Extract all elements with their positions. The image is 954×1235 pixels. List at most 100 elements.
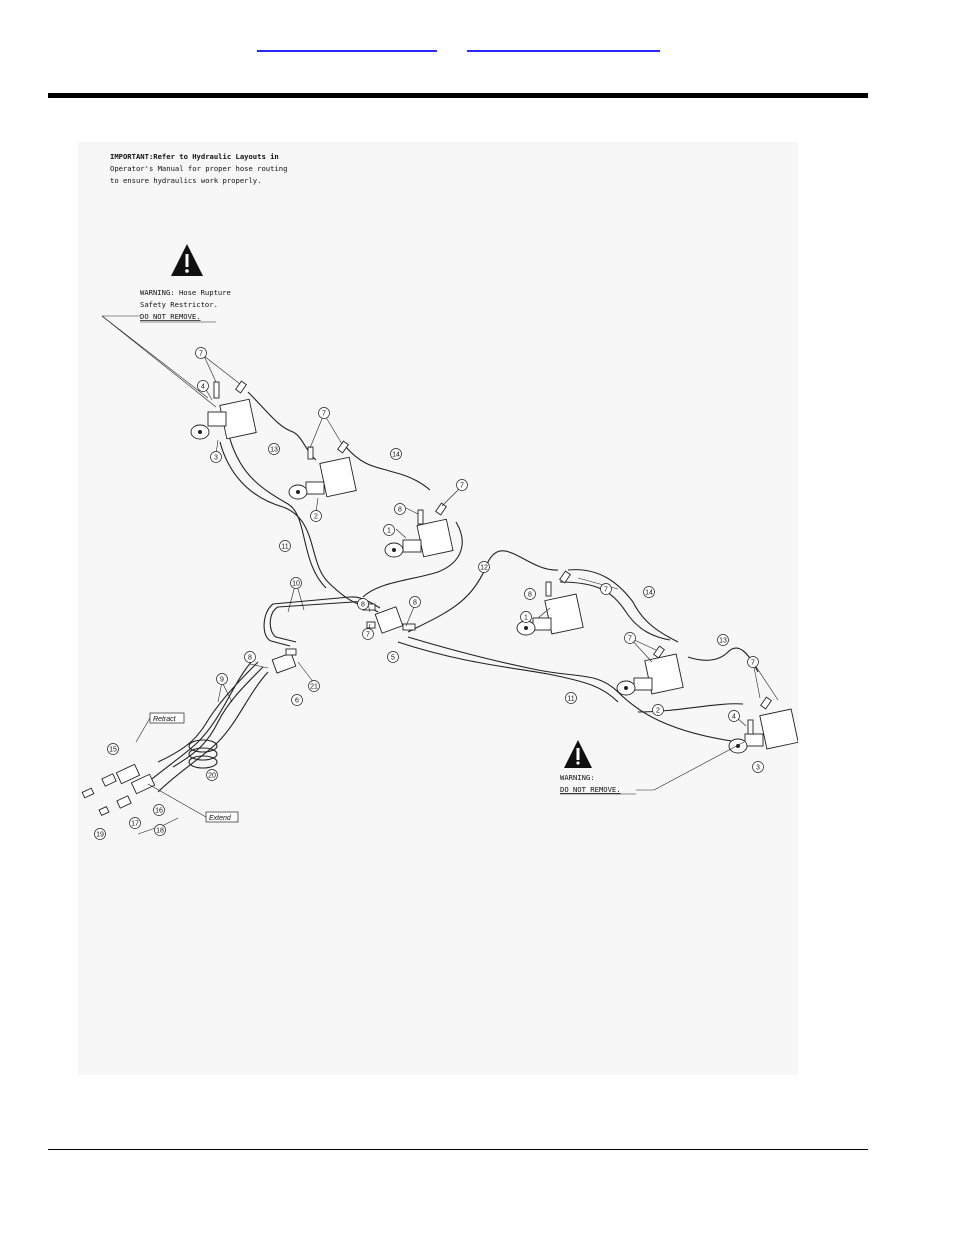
svg-text:14: 14 [392,452,400,459]
svg-text:13: 13 [270,447,278,454]
callout-c7d: 7 [362,628,374,640]
svg-text:9: 9 [220,677,224,684]
callout-c4a: 4 [197,380,209,392]
svg-text:17: 17 [131,821,139,828]
svg-text:13: 13 [719,638,727,645]
warning-triangle-icon [564,740,592,768]
callout-c13b: 13 [717,634,729,646]
callout-c8c: 8 [409,596,421,608]
svg-text:14: 14 [645,590,653,597]
fittings [81,380,772,817]
svg-text:8: 8 [528,592,532,599]
svg-text:1: 1 [387,528,391,535]
header-link-1[interactable] [257,50,437,52]
callout-c5: 5 [387,651,399,663]
cylinder-lower-right [728,708,798,754]
callout-c12: 12 [478,561,490,573]
callout-c14a: 14 [390,448,402,460]
callout-c7b: 7 [318,407,330,419]
svg-text:20: 20 [208,773,216,780]
warning-top-line-3: DO NOT REMOVE. [140,312,201,321]
svg-text:8: 8 [398,507,402,514]
svg-text:7: 7 [366,632,370,639]
callout-c14b: 14 [643,586,655,598]
svg-text:1: 1 [524,615,528,622]
svg-text:21: 21 [310,684,318,691]
callout-c13a: 13 [268,443,280,455]
cylinder-upper-1 [384,518,454,558]
svg-text:4: 4 [201,384,205,391]
callout-c21: 21 [308,680,320,692]
callout-c6: 6 [291,694,303,706]
svg-text:7: 7 [322,411,326,418]
svg-text:7: 7 [460,483,464,490]
svg-text:16: 16 [155,808,163,815]
callout-c3a: 3 [210,451,222,463]
important-note-line-2: Operator's Manual for proper hose routin… [110,164,287,173]
callout-c16: 16 [153,804,165,816]
callout-c1b: 1 [520,611,532,623]
cylinder-lower-1 [516,593,584,636]
svg-text:8: 8 [248,655,252,662]
svg-text:7: 7 [628,636,632,643]
svg-text:3: 3 [214,455,218,462]
important-note-line-1: IMPORTANT:Refer to Hydraulic Layouts in [110,152,279,161]
svg-text:7: 7 [604,587,608,594]
svg-text:11: 11 [281,544,288,551]
callout-c10: 10 [290,577,302,589]
svg-text:15: 15 [109,747,117,754]
callout-c7e: 7 [624,632,636,644]
callout-c18: 18 [154,824,166,836]
extend-label: Extend [209,815,232,822]
svg-text:12: 12 [480,565,488,572]
callout-c2b: 2 [652,704,664,716]
svg-text:7: 7 [199,351,203,358]
svg-text:11: 11 [567,696,574,703]
callout-c3b: 3 [752,761,764,773]
hydraulic-parts-diagram: IMPORTANT:Refer to Hydraulic Layouts in … [78,142,798,1075]
callout-c9: 9 [216,673,228,685]
callout-c1a: 1 [383,524,395,536]
callout-c7g: 7 [747,656,759,668]
callout-c11a: 11 [279,540,291,552]
svg-text:7: 7 [751,660,755,667]
warning-top-line-2: Safety Restrictor. [140,300,218,309]
svg-text:3: 3 [756,765,760,772]
callout-c15: 15 [107,743,119,755]
callout-c20: 20 [206,769,218,781]
svg-text:8: 8 [361,602,365,609]
warning-bottom-line-1: WARNING: [560,773,595,782]
svg-text:18: 18 [156,828,164,835]
callout-c7f: 7 [600,583,612,595]
callout-c4b: 4 [728,710,740,722]
callout-c8b: 8 [357,598,369,610]
callout-c19: 19 [94,828,106,840]
footer-rule [48,1149,868,1150]
callout-c8d: 8 [244,651,256,663]
warning-triangle-icon [171,244,203,276]
cylinder-upper-2 [288,456,357,500]
svg-text:4: 4 [732,714,736,721]
callout-c8a: 8 [394,503,406,515]
callout-c7c: 7 [456,479,468,491]
svg-text:2: 2 [314,514,318,521]
header-link-2[interactable] [467,50,660,52]
svg-text:8: 8 [413,600,417,607]
callout-c11b: 11 [565,692,577,704]
svg-text:5: 5 [391,655,395,662]
callout-c7a: 7 [195,347,207,359]
retract-label: Retract [153,716,177,723]
svg-text:6: 6 [295,698,299,705]
warning-top-line-1: WARNING: Hose Rupture [140,288,231,297]
cylinder-lower-2 [616,653,684,696]
callout-c8e: 8 [524,588,536,600]
svg-text:19: 19 [96,832,104,839]
callout-c2a: 2 [310,510,322,522]
svg-text:2: 2 [656,708,660,715]
important-note-line-3: to ensure hydraulics work properly. [110,176,261,185]
svg-text:10: 10 [292,581,300,588]
cylinder-top-left [190,398,257,440]
header-rule [48,93,868,98]
callout-c17: 17 [129,817,141,829]
